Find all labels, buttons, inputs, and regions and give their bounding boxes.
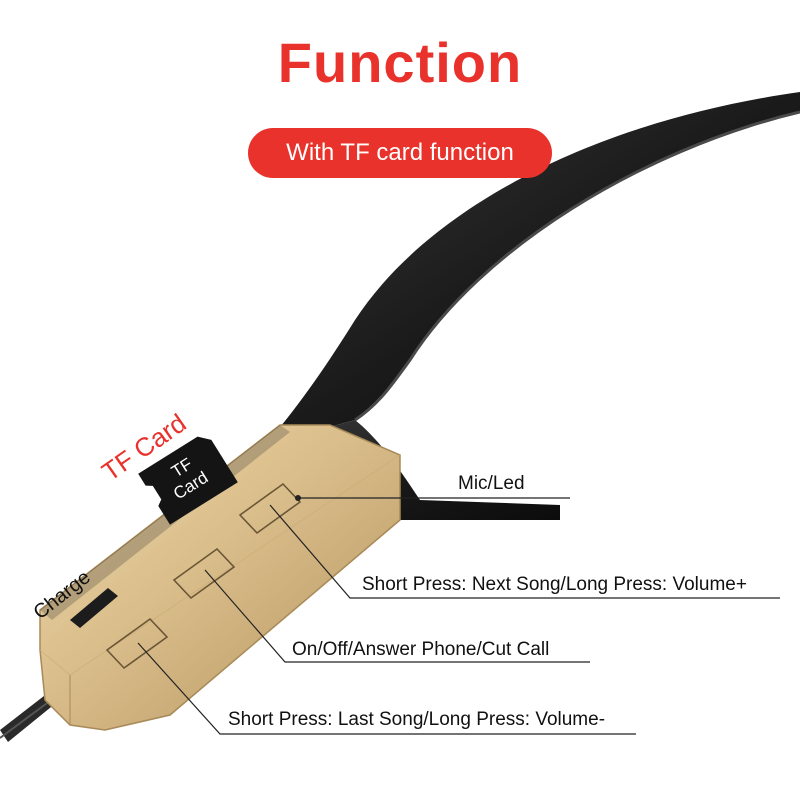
button-last-song <box>105 617 169 670</box>
next-song-label: Short Press: Next Song/Long Press: Volum… <box>362 574 747 595</box>
mic-led-dot <box>295 495 301 501</box>
mic-led-label: Mic/Led <box>458 473 525 494</box>
last-song-leader <box>137 642 636 735</box>
charge-port <box>70 588 118 628</box>
power-answer-label: On/Off/Answer Phone/Cut Call <box>292 639 550 660</box>
button-next-song <box>238 482 302 535</box>
tf-card <box>138 436 238 525</box>
last-song-label: Short Press: Last Song/Long Press: Volum… <box>228 709 606 730</box>
power-leader <box>204 569 590 663</box>
button-power <box>172 547 236 600</box>
next-song-leader <box>269 504 780 599</box>
feature-badge: With TF card function <box>248 128 552 178</box>
page-title: Function <box>277 31 523 94</box>
